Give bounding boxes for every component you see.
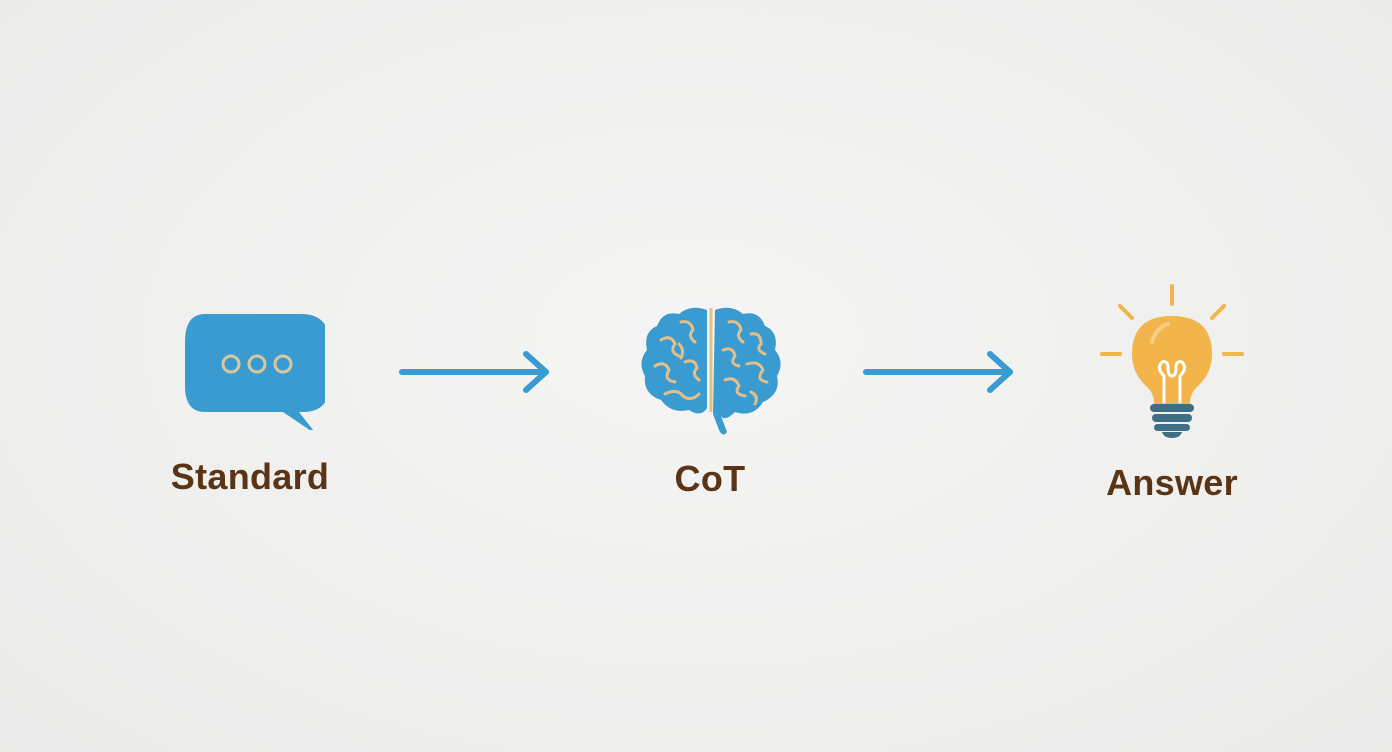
node-cot: CoT [625, 300, 795, 500]
node-answer: Answer [1092, 280, 1252, 504]
chat-bubble-icon [185, 314, 325, 430]
arrow-standard-to-cot [399, 351, 549, 393]
node-standard: Standard [160, 300, 340, 498]
lightbulb-icon [1100, 284, 1244, 438]
node-label-answer: Answer [1106, 462, 1238, 503]
brain-icon [641, 307, 781, 435]
node-label-standard: Standard [170, 456, 330, 497]
arrow-cot-to-answer [863, 351, 1013, 393]
node-label-cot: CoT [674, 458, 746, 499]
